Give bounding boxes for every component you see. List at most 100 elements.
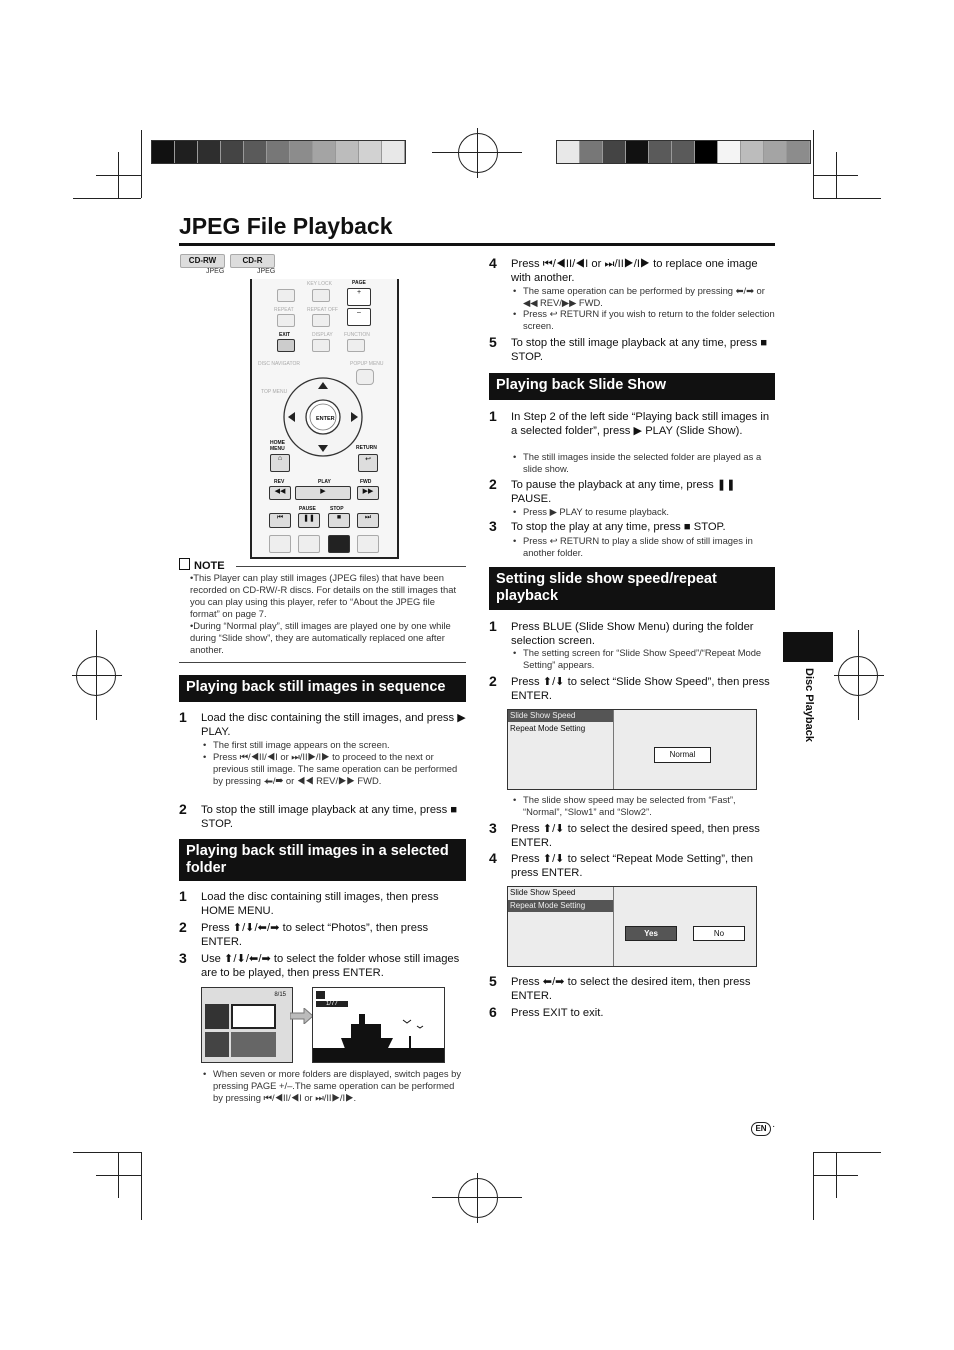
pause-indicator-icon	[316, 991, 325, 999]
repeat-yes-option: Yes	[625, 926, 677, 941]
bullet-text: The setting screen for “Slide Show Speed…	[523, 647, 762, 670]
language-badge: EN	[751, 1122, 771, 1136]
step: 2 To pause the playback at any time, pres…	[489, 477, 775, 506]
bullet: •The slide show speed may be selected fr…	[513, 794, 775, 818]
folder-thumbnails-illustration: 8/15	[201, 987, 293, 1063]
bullet-text: Press ↩ RETURN to play a slide show of s…	[523, 535, 753, 558]
bullet: •Press ↩ RETURN to play a slide show of …	[513, 535, 775, 559]
remote-label: PLAY	[318, 479, 331, 485]
remote-label: FUNCTION	[344, 332, 370, 338]
remote-button	[312, 289, 330, 302]
thumb-counter: 8/15	[274, 992, 286, 998]
step-text: To stop the play at any time, press ■ ST…	[511, 521, 726, 533]
play-icon: ▶	[295, 486, 351, 500]
crop-mark	[813, 198, 881, 199]
bullet: •Press ↩ RETURN if you wish to return to…	[513, 308, 775, 332]
crop-mark	[813, 130, 814, 198]
remote-label: DISPLAY	[312, 332, 333, 338]
pause-icon: ❚❚	[298, 513, 320, 528]
step-number: 6	[489, 1004, 497, 1020]
thumbnail	[205, 1032, 229, 1057]
registration-line	[477, 128, 478, 178]
step-text: Press ⬆/⬇/⬅/➡ to select “Photos”, then p…	[201, 922, 429, 948]
crop-mark	[141, 130, 142, 198]
ship-photo-icon	[313, 1014, 444, 1062]
step-number: 4	[489, 850, 497, 866]
bullet-dot: •	[203, 751, 207, 762]
remote-label: PAGE	[352, 280, 366, 286]
remote-label: DISC NAVIGATOR	[258, 361, 300, 367]
bullet-dot: •	[203, 1068, 207, 1079]
step-number: 2	[179, 801, 187, 817]
step-number: 5	[489, 334, 497, 350]
step-number: 4	[489, 255, 497, 271]
note-icon	[179, 558, 190, 570]
crop-mark	[141, 1152, 142, 1220]
color-button	[298, 535, 320, 553]
note-rule	[236, 566, 466, 567]
remote-label: HOME MENU	[270, 440, 285, 452]
page-plus-button: +	[347, 288, 371, 306]
step-text: To pause the playback at any time, press…	[511, 479, 736, 505]
remote-label: PAUSE	[299, 506, 316, 512]
remote-button	[277, 314, 295, 327]
bullet-text: The first still image appears on the scr…	[213, 739, 390, 750]
menu-panel	[508, 887, 614, 966]
bullet-dot: •	[513, 285, 517, 296]
remote-button	[277, 289, 295, 302]
section-heading-speed-repeat: Setting slide show speed/repeat playback	[489, 567, 775, 610]
disc-chip-cdr: CD-R	[230, 254, 275, 268]
step-text: Load the disc containing still images, t…	[201, 891, 439, 917]
enter-label: ENTER	[316, 416, 335, 422]
crop-mark	[96, 175, 141, 176]
bullet: •The setting screen for “Slide Show Spee…	[513, 647, 775, 671]
step-text: Press ⬆/⬇ to select “Slide Show Speed”, …	[511, 676, 770, 702]
note-bottom-rule	[179, 662, 466, 663]
step-text: Press ⬆/⬇ to select “Repeat Mode Setting…	[511, 853, 753, 879]
return-icon: ↩	[358, 454, 378, 472]
step-text: Press EXIT to exit.	[511, 1007, 604, 1019]
blue-button-illustration	[328, 535, 350, 553]
remote-label: KEY LOCK	[307, 281, 332, 287]
note-item: •During “Normal play”, still images are …	[190, 620, 465, 656]
remote-button	[312, 339, 330, 352]
step-text: Press ⬆/⬇ to select the desired speed, t…	[511, 823, 760, 849]
section-heading-folder: Playing back still images in a selected …	[179, 839, 466, 881]
home-icon: ⌂	[270, 454, 290, 472]
step-text: Press ⏮/◀II/◀I or ⏭/II▶/I▶ to replace on…	[511, 258, 758, 284]
note-item: •This Player can play still images (JPEG…	[190, 572, 465, 620]
step: 4 Press ⬆/⬇ to select “Repeat Mode Settin…	[489, 851, 775, 880]
page-dot: ·	[772, 1121, 776, 1132]
bullet-dot: •	[203, 739, 207, 750]
speed-menu-screen: Slide Show Speed Repeat Mode Setting Nor…	[507, 709, 757, 790]
remote-label: RETURN	[356, 445, 377, 451]
step-text: Press ⬅/➡ to select the desired item, th…	[511, 976, 751, 1002]
bullet-dot: •	[190, 572, 194, 583]
thumbnail-selected	[231, 1004, 276, 1029]
remote-label: POPUP MENU	[350, 361, 384, 367]
section-heading-slideshow: Playing back Slide Show	[489, 373, 775, 400]
repeat-menu-screen: Slide Show Speed Repeat Mode Setting Yes…	[507, 886, 757, 967]
note-title: NOTE	[194, 560, 225, 572]
remote-label: TOP MENU	[261, 389, 288, 395]
registration-mark	[458, 133, 498, 173]
step-number: 2	[489, 673, 497, 689]
step-text: To stop the still image playback at any …	[511, 337, 768, 363]
bullet: •The same operation can be performed by …	[513, 285, 775, 309]
step: 4 Press ⏮/◀II/◀I or ⏭/II▶/I▶ to replace o…	[489, 256, 775, 285]
note-heading: NOTE	[179, 558, 225, 572]
bullet: • The first still image appears on the sc…	[203, 739, 466, 751]
disc-chip-cdrw: CD-RW	[180, 254, 225, 268]
skip-forward-icon: ⏭	[357, 513, 379, 528]
step-number: 2	[489, 476, 497, 492]
crop-mark	[813, 1175, 858, 1176]
menu-item-slide-show-speed: Slide Show Speed	[508, 710, 613, 722]
section-heading-sequence: Playing back still images in sequence	[179, 675, 466, 702]
bullet-text: The slide show speed may be selected fro…	[523, 794, 736, 817]
step-text: To stop the still image playback at any …	[201, 804, 458, 830]
